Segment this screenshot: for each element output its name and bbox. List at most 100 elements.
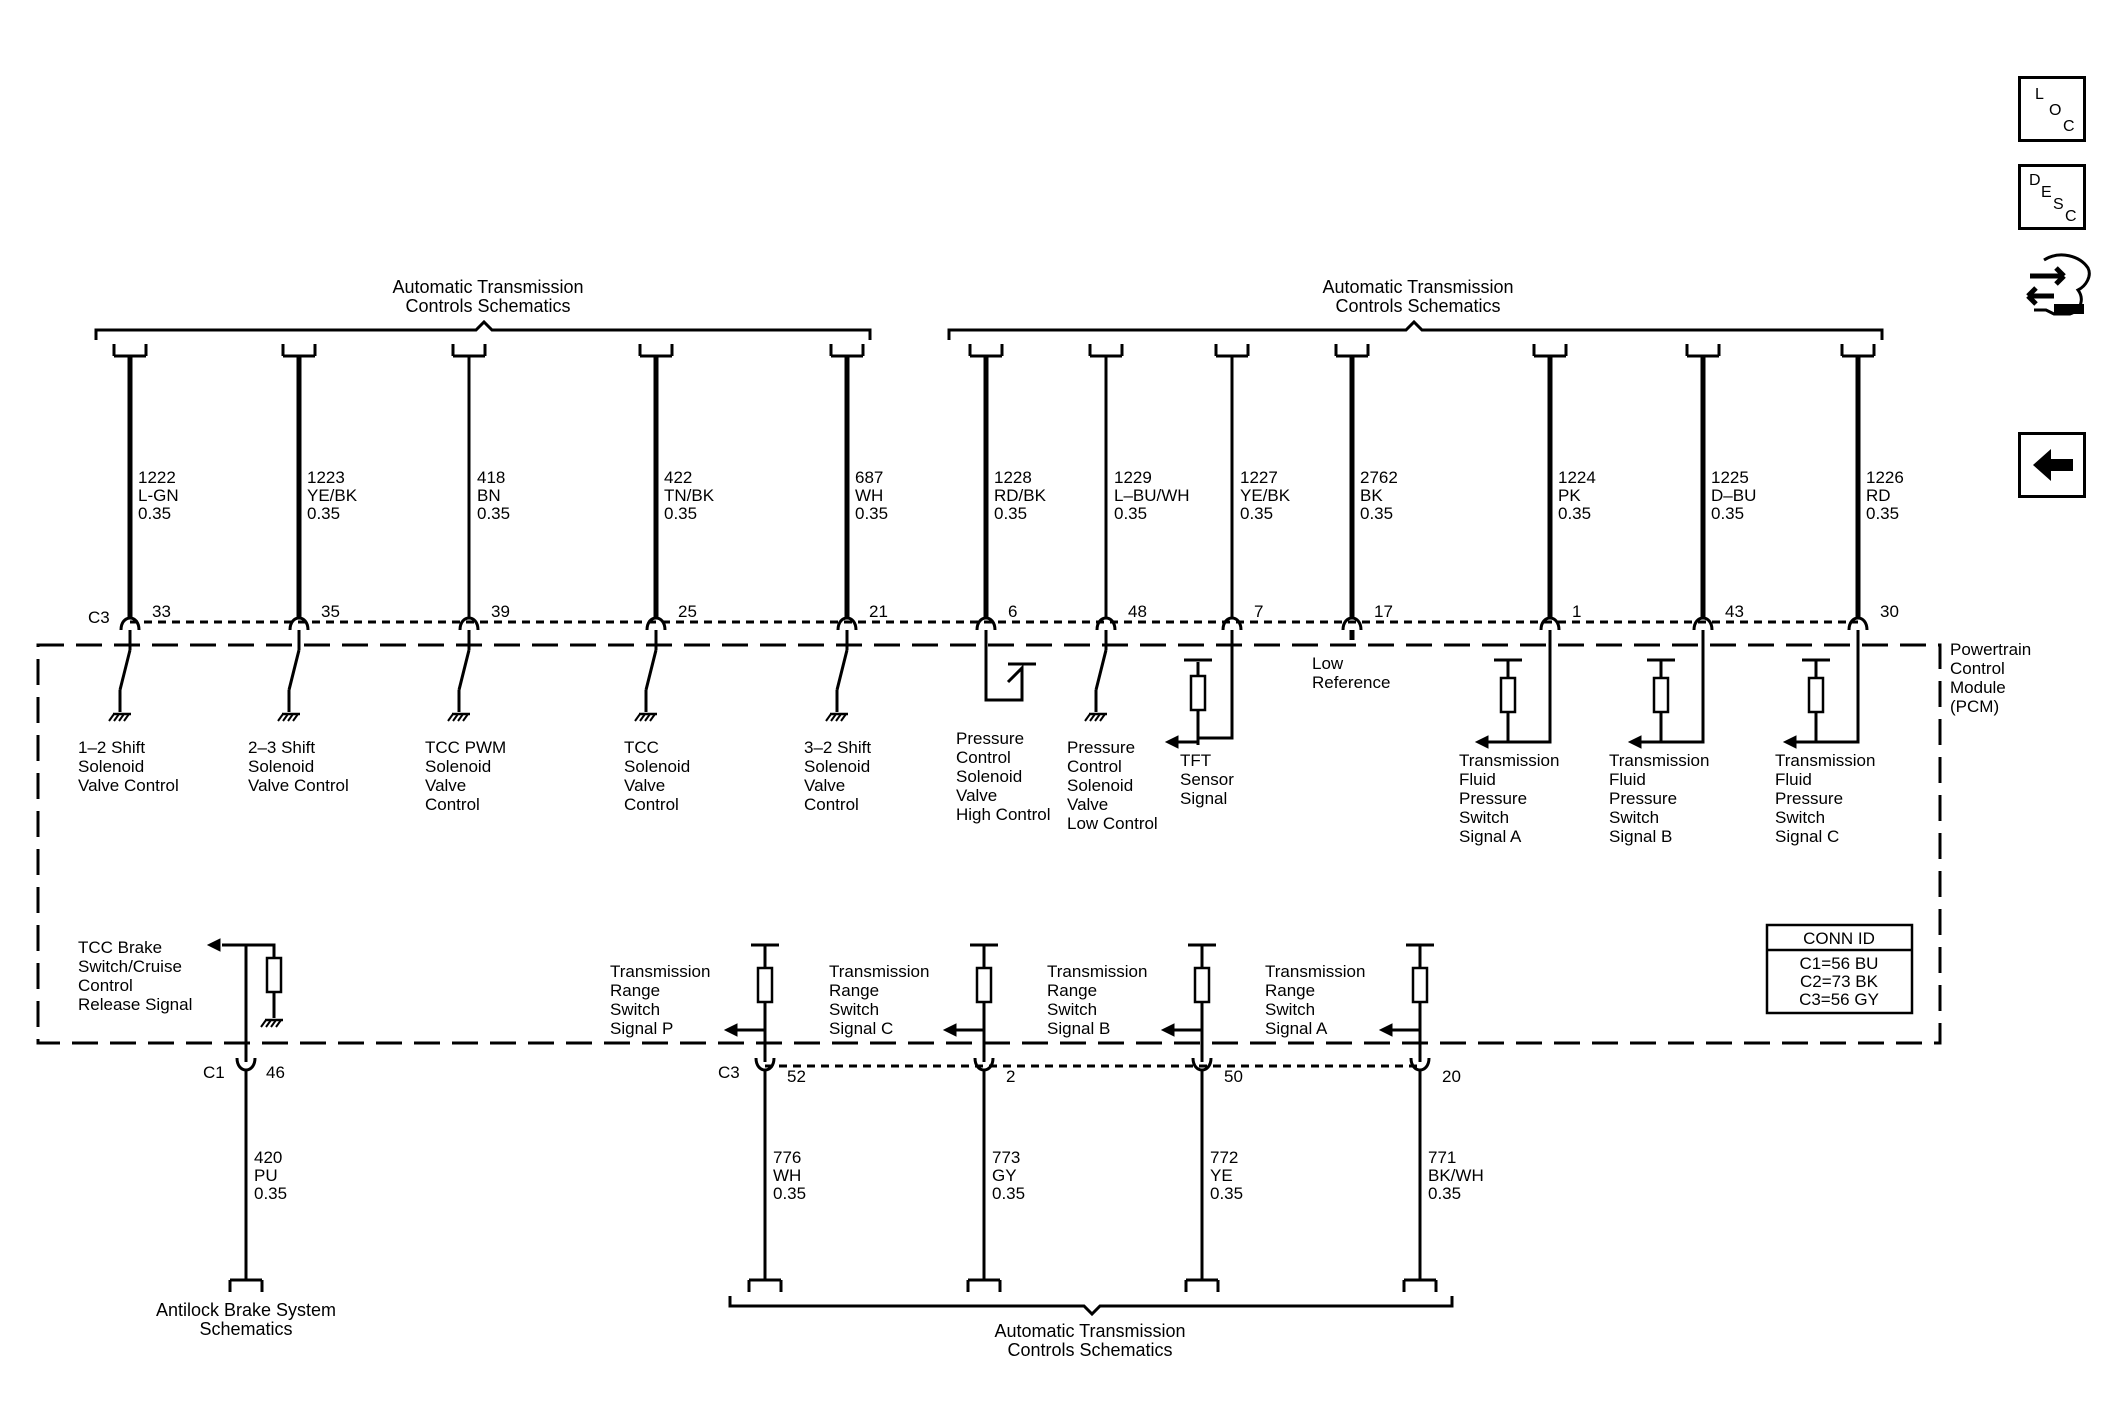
bottom-circuit-772-label-line-2: Range	[1047, 981, 1097, 1000]
top-circuit-418-label-line-4: Control	[425, 795, 480, 814]
bottom-circuit-772-terminal	[1184, 1278, 1220, 1292]
top-circuit-1224-color: PK	[1558, 486, 1581, 505]
top-circuit-1229-pin	[1095, 616, 1117, 631]
top-circuit-1224-label-line-1: Transmission	[1459, 751, 1559, 770]
top-circuit-1223-size: 0.35	[307, 504, 340, 523]
bottom-circuit-420-arrow	[206, 938, 221, 952]
top-circuit-1222-label-line-3: Valve Control	[78, 776, 179, 795]
top-circuit-1222-ground-icon	[108, 712, 131, 722]
top-circuit-1227-pcm-wire	[1198, 630, 1234, 740]
top-circuit-418-color: BN	[477, 486, 501, 505]
top-circuit-2762-terminal	[1334, 344, 1370, 358]
top-circuit-418-label-line-2: Solenoid	[425, 757, 491, 776]
top-circuit-1228-label-line-2: Control	[956, 748, 1011, 767]
bottom-circuit-776-number: 776	[773, 1148, 801, 1167]
bottom-circuit-772-resistor	[1193, 966, 1211, 1004]
bottom-circuit-776-label-line-3: Switch	[610, 1000, 660, 1019]
top-circuit-1225-label-line-5: Signal B	[1609, 827, 1672, 846]
top-circuit-1227-color: YE/BK	[1240, 486, 1291, 505]
top-circuit-1226-color: RD	[1866, 486, 1891, 505]
top-circuit-1224-label-line-4: Switch	[1459, 808, 1509, 827]
bottom-circuit-776-terminal	[747, 1278, 783, 1292]
top-circuit-1222-pin-number: 33	[152, 602, 171, 621]
top-circuit-1226-pin	[1847, 616, 1869, 631]
top-circuit-1223-pin	[288, 616, 310, 631]
top-circuit-1225-pin	[1692, 616, 1714, 631]
bottom-header-line1: Automatic Transmission	[994, 1321, 1185, 1341]
top-circuit-1224-label-line-3: Pressure	[1459, 789, 1527, 808]
top-circuit-1225-label-line-2: Fluid	[1609, 770, 1646, 789]
bottom-bracket	[728, 1296, 1454, 1317]
connector-c3-bottom-label: C3	[718, 1063, 740, 1082]
bottom-circuit-420-terminal	[228, 1278, 264, 1292]
top-circuit-1225-color: D–BU	[1711, 486, 1756, 505]
top-circuit-1226-label-line-3: Pressure	[1775, 789, 1843, 808]
top-circuit-1225-number: 1225	[1711, 468, 1749, 487]
top-circuit-1224-pcm-wire	[1488, 630, 1552, 744]
top-circuit-1226-label-line-5: Signal C	[1775, 827, 1839, 846]
top-circuit-1229-terminal	[1088, 344, 1124, 358]
top-circuit-1227-label-line-1: TFT	[1180, 751, 1211, 770]
top-circuit-2762-label-line-1: Low	[1312, 654, 1344, 673]
bottom-circuit-772-size: 0.35	[1210, 1184, 1243, 1203]
bottom-circuit-773-pin-number: 2	[1006, 1067, 1015, 1086]
top-circuit-2762-number: 2762	[1360, 468, 1398, 487]
top-circuit-422-terminal	[638, 344, 674, 358]
top-circuit-422-pin-number: 25	[678, 602, 697, 621]
loc-button[interactable]: L O C	[2018, 76, 2086, 142]
top-circuit-1222-label-line-2: Solenoid	[78, 757, 144, 776]
top-circuit-2762-size: 0.35	[1360, 504, 1393, 523]
pcm-boundary	[36, 643, 1942, 1045]
bottom-circuit-420-pin-number: 46	[266, 1063, 285, 1082]
top-circuit-1225-size: 0.35	[1711, 504, 1744, 523]
top-right-header-line1: Automatic Transmission	[1322, 277, 1513, 297]
top-circuit-1224-resistor	[1499, 676, 1517, 714]
abs-header-line2: Schematics	[199, 1319, 292, 1339]
top-circuit-1222-pin	[119, 616, 141, 631]
top-circuit-687-label-line-4: Control	[804, 795, 859, 814]
top-circuit-1225-label-line-1: Transmission	[1609, 751, 1709, 770]
connector-view-icon[interactable]	[2024, 246, 2094, 330]
top-circuit-1223-label-line-3: Valve Control	[248, 776, 349, 795]
top-circuit-1223-label-line-1: 2–3 Shift	[248, 738, 315, 757]
loc-letter-c: C	[2063, 118, 2075, 135]
top-circuit-1227-terminal	[1214, 344, 1250, 358]
top-circuit-1228-label-line-5: High Control	[956, 805, 1051, 824]
top-circuit-1228-number: 1228	[994, 468, 1032, 487]
top-circuit-1223-color: YE/BK	[307, 486, 358, 505]
top-circuit-1224-pin	[1539, 616, 1561, 631]
bottom-circuit-773-size: 0.35	[992, 1184, 1025, 1203]
top-circuit-1222-number: 1222	[138, 468, 176, 487]
top-circuit-422-ground-icon	[634, 712, 657, 722]
top-circuit-687-pin	[836, 616, 858, 631]
top-circuit-687-label-line-2: Solenoid	[804, 757, 870, 776]
bottom-circuit-771-arrow	[1378, 1023, 1393, 1037]
top-circuit-1229-label-line-4: Valve	[1067, 795, 1108, 814]
bottom-circuit-773-number: 773	[992, 1148, 1020, 1167]
top-circuit-418-size: 0.35	[477, 504, 510, 523]
top-circuit-1226-resistor	[1807, 676, 1825, 714]
top-circuit-2762-pin-number: 17	[1374, 602, 1393, 621]
top-circuit-418-terminal	[451, 344, 487, 358]
bottom-circuit-420-pulldown-wire	[246, 943, 276, 958]
top-circuit-1229-size: 0.35	[1114, 504, 1147, 523]
top-circuit-1229-number: 1229	[1114, 468, 1152, 487]
top-circuit-422-pin	[645, 616, 667, 631]
desc-letter-d: D	[2029, 172, 2041, 189]
back-button[interactable]	[2018, 432, 2086, 498]
desc-button[interactable]: D E S C	[2018, 164, 2086, 230]
top-circuit-1227-label-line-2: Sensor	[1180, 770, 1234, 789]
top-circuit-1224-label-line-2: Fluid	[1459, 770, 1496, 789]
top-circuit-1224-pin-number: 1	[1572, 602, 1581, 621]
top-circuit-422-label-line-2: Solenoid	[624, 757, 690, 776]
top-circuit-1228-terminal	[968, 344, 1004, 358]
top-circuit-1228-switch	[984, 630, 1024, 702]
desc-letter-s: S	[2053, 196, 2064, 213]
abs-header-line1: Antilock Brake System	[156, 1300, 336, 1320]
bottom-circuit-771-label-line-4: Signal A	[1265, 1019, 1328, 1038]
bottom-circuit-776-resistor	[756, 966, 774, 1004]
top-left-header-line1: Automatic Transmission	[392, 277, 583, 297]
top-circuit-687-ground-icon	[825, 712, 848, 722]
top-circuit-418-ground-icon	[447, 712, 470, 722]
top-circuit-418-label-line-1: TCC PWM	[425, 738, 506, 757]
